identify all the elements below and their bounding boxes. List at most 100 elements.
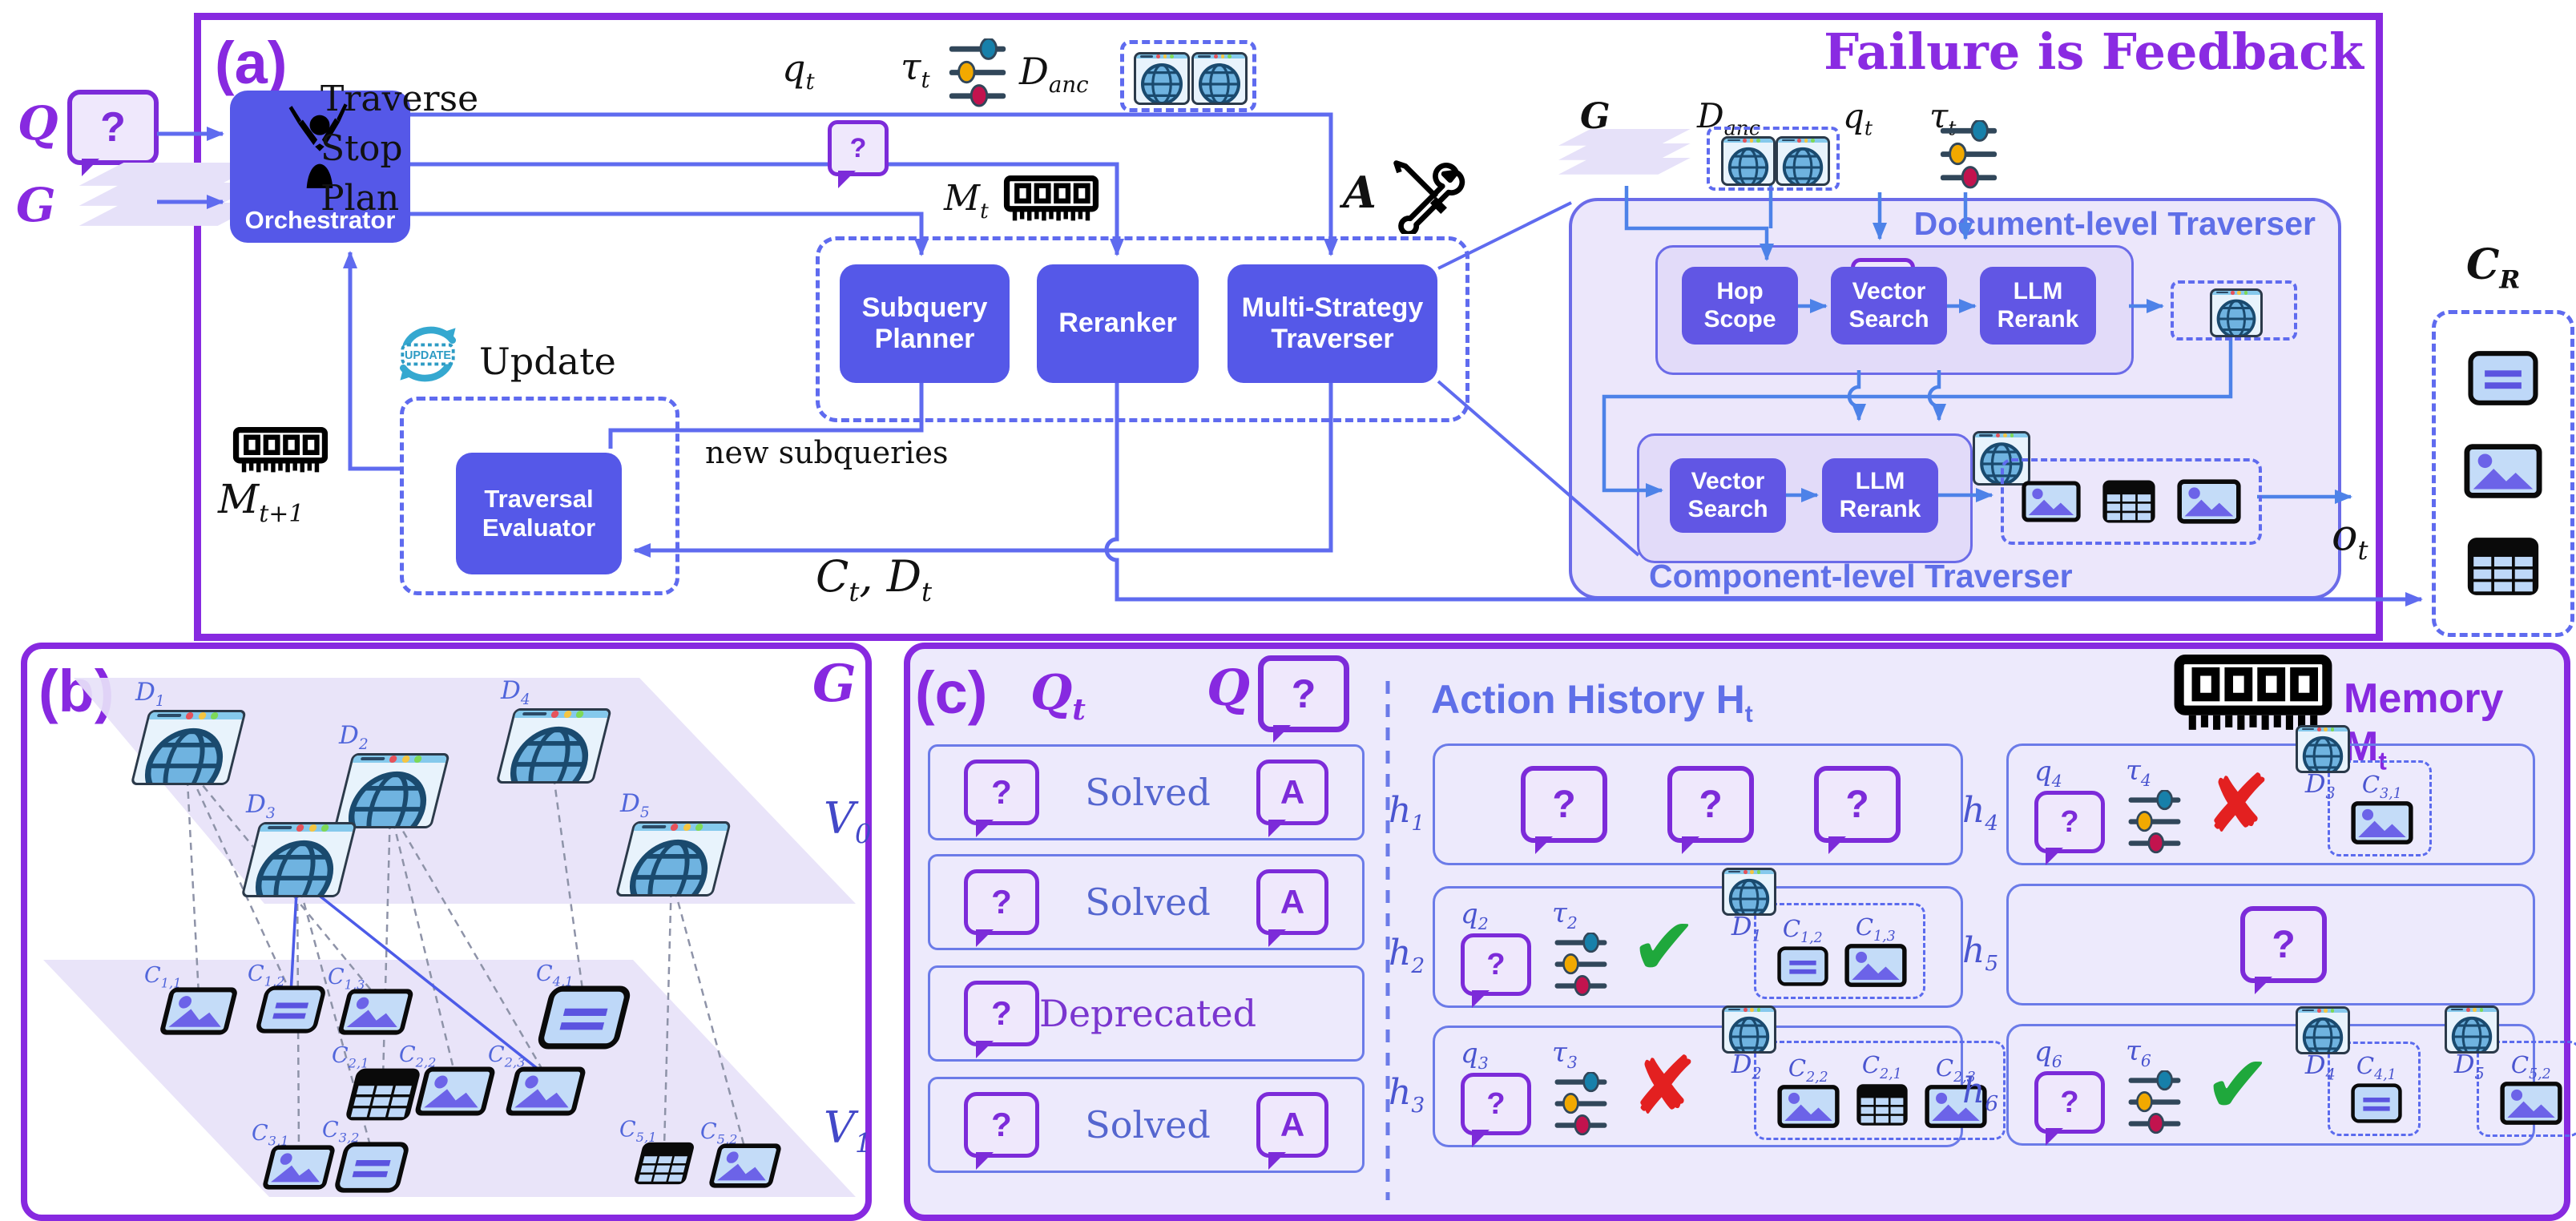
subquery-label: qt xyxy=(782,46,815,95)
question-bubble: ? xyxy=(964,869,1039,947)
check-icon: ✔ xyxy=(1631,902,1698,992)
history-row: h1??? xyxy=(1389,743,1963,865)
graph-title: G xyxy=(812,654,857,714)
subquery-status: Solved xyxy=(1085,771,1211,814)
memory-in-label: Mt xyxy=(944,178,989,224)
text-icon xyxy=(2351,1081,2402,1126)
update-label: Update xyxy=(479,340,616,383)
browser-icon xyxy=(1721,136,1776,186)
graph-edge xyxy=(186,765,377,997)
component-item: C4,1 xyxy=(2351,1052,2402,1126)
graph-edge xyxy=(296,877,300,1152)
graph-edge xyxy=(296,876,547,1077)
subquery-bubble: ? xyxy=(828,120,889,188)
question-bubble: ? xyxy=(964,981,1039,1058)
subquery-status: Deprecated xyxy=(1038,992,1257,1035)
llm-rerank-box-2: LLM Rerank xyxy=(1822,458,1938,533)
subquery-status: Solved xyxy=(1085,1103,1211,1146)
component-item: C1,2 xyxy=(1777,915,1828,989)
plane-v1 xyxy=(43,960,856,1197)
query-bubble: ? xyxy=(67,90,159,176)
comp-result-box xyxy=(2001,458,2262,545)
subquery-row: ? Solved A xyxy=(928,744,1365,840)
graph-edge xyxy=(289,877,299,994)
component-item: C2,1 xyxy=(1856,1051,1909,1130)
sliders-icon xyxy=(945,38,1010,107)
answer-bubble: A xyxy=(1256,1092,1328,1170)
table-icon xyxy=(2102,477,2156,526)
browser-icon xyxy=(1776,136,1830,186)
multi-strategy-traverser-box: Multi-Strategy Traverser xyxy=(1228,264,1437,383)
sliders-icon xyxy=(1937,120,2000,189)
memory-out-label: Mt+1 xyxy=(218,476,304,528)
table-icon xyxy=(2466,535,2540,598)
graph-edge xyxy=(389,808,547,1076)
graph-edge xyxy=(550,764,586,1002)
graph-edge xyxy=(663,876,673,1148)
subqueries-title: Qt xyxy=(1030,665,1086,727)
question-bubble: ? xyxy=(1461,933,1531,1008)
doc-result-group: D4 C4,1 xyxy=(2295,1006,2421,1136)
answer-bubble: A xyxy=(1256,760,1328,837)
output-label: ot xyxy=(2332,510,2368,566)
action-stop: Stop xyxy=(320,128,403,169)
sliders-icon xyxy=(2126,790,2183,854)
sliders-icon xyxy=(1552,933,1610,997)
browser-icon xyxy=(2295,1006,2350,1054)
component-item: C3,1 xyxy=(2351,771,2413,846)
update-icon: UPDATE xyxy=(389,316,466,393)
action-history-title: Action History Ht xyxy=(1431,677,1753,727)
graph-edge xyxy=(185,765,292,994)
sliders-icon xyxy=(1552,1072,1610,1136)
question-bubble: ? xyxy=(1521,766,1607,854)
tools-icon xyxy=(1389,154,1465,234)
subquery-label-rt: qt xyxy=(1843,96,1873,140)
new-subqueries-label: new subqueries xyxy=(705,435,949,470)
ram-icon xyxy=(232,425,329,477)
question-bubble: ? xyxy=(2034,1071,2105,1146)
retrieved-set-box xyxy=(2432,310,2574,637)
orchestrator-box: Orchestrator xyxy=(230,91,410,243)
image-icon xyxy=(2500,1080,2562,1126)
doc-result-group: D3 C3,1 xyxy=(2295,725,2432,856)
doc-traverser-title: Document-level Traverser xyxy=(1913,205,2316,242)
comp-traverser-title: Component-level Traverser xyxy=(1649,558,2073,594)
question-bubble: ? xyxy=(1461,1073,1531,1147)
table-icon xyxy=(1856,1080,1909,1130)
action-traverse: Traverse xyxy=(320,79,479,119)
history-row: h5? xyxy=(1962,884,2535,1005)
browser-icon xyxy=(1191,52,1248,105)
svg-text:UPDATE: UPDATE xyxy=(405,349,451,362)
reranker-box: Reranker xyxy=(1037,264,1199,383)
panel-a-label: (a) xyxy=(215,30,288,96)
graph-edge xyxy=(670,876,747,1150)
anchor-docs-box-rt xyxy=(1707,127,1840,191)
layer-v1-label: V1 xyxy=(824,1102,872,1159)
component-item: C2,3 xyxy=(1925,1054,1987,1130)
anchor-docs-label: Danc xyxy=(1019,50,1089,99)
subquery-status: Solved xyxy=(1085,880,1211,924)
component-item: C1,3 xyxy=(1844,913,1907,989)
question-bubble: ? xyxy=(964,1092,1039,1170)
image-icon xyxy=(1777,1083,1840,1130)
browser-icon xyxy=(2444,1005,2499,1054)
sliders-icon xyxy=(2126,1070,2183,1134)
browser-icon xyxy=(1721,868,1776,916)
doc-result-box xyxy=(2171,280,2297,341)
conductor-icon xyxy=(281,100,358,195)
browser-icon xyxy=(1134,52,1190,105)
question-bubble: ? xyxy=(1814,766,1901,854)
figure-title: Failure is Feedback xyxy=(1824,22,2364,81)
hop-scope-box: Hop Scope xyxy=(1682,267,1798,345)
browser-icon xyxy=(2295,725,2350,773)
image-icon xyxy=(1925,1083,1987,1130)
traversal-evaluator-box: Traversal Evaluator xyxy=(456,453,622,574)
memory-title: Memory Mt xyxy=(2344,675,2504,776)
vector-search-box-2: Vector Search xyxy=(1670,458,1786,533)
